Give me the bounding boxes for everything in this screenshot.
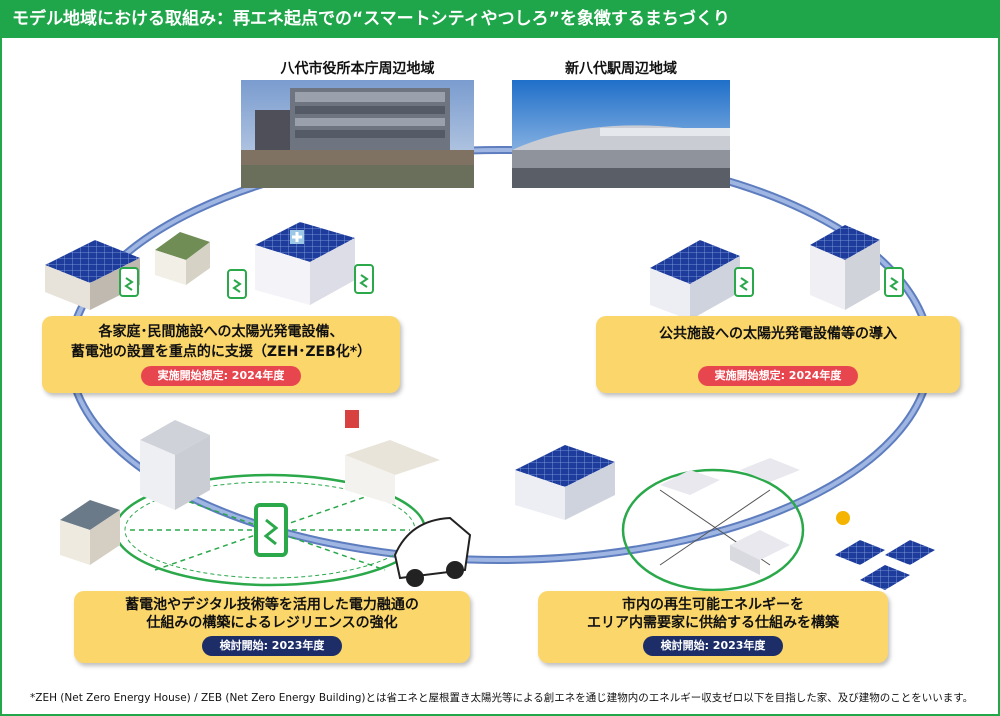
support-private-solar-box: 各家庭･民間施設への太陽光発電設備、 蓄電池の設置を重点的に支援（ZEH･ZEB… bbox=[42, 316, 400, 393]
box-line: 蓄電池の設置を重点的に支援（ZEH･ZEB化*） bbox=[70, 344, 372, 360]
status-badge: 実施開始想定: 2024年度 bbox=[141, 366, 301, 386]
footnote: *ZEH (Net Zero Energy House) / ZEB (Net … bbox=[30, 692, 974, 704]
status-badge: 検討開始: 2023年度 bbox=[202, 636, 342, 656]
residential-solar-illustration bbox=[45, 222, 374, 310]
regional-supply-illustration bbox=[515, 445, 935, 592]
box-line: 公共施設への太陽光発電設備等の導入 bbox=[659, 326, 897, 342]
box-line: 仕組みの構築によるレジリエンスの強化 bbox=[146, 615, 398, 631]
status-badge: 実施開始想定: 2024年度 bbox=[698, 366, 858, 386]
public-facility-solar-illustration bbox=[650, 225, 904, 320]
microgrid-left-illustration bbox=[60, 410, 472, 587]
station-photo bbox=[512, 80, 730, 188]
box-line: エリア内需要家に供給する仕組みを構築 bbox=[587, 615, 839, 631]
box-line: 蓄電池やデジタル技術等を活用した電力融通の bbox=[125, 597, 419, 613]
station-area-label: 新八代駅周辺地域 bbox=[565, 61, 677, 77]
renewable-supply-box: 市内の再生可能エネルギーを エリア内需要家に供給する仕組みを構築 検討開始: 2… bbox=[538, 591, 888, 663]
page-title: モデル地域における取組み：再エネ起点での“スマートシティやつしろ”を象徴するまち… bbox=[0, 0, 1000, 38]
resilience-power-sharing-box: 蓄電池やデジタル技術等を活用した電力融通の 仕組みの構築によるレジリエンスの強化… bbox=[74, 591, 470, 663]
city-hall-area-label: 八代市役所本庁周辺地域 bbox=[280, 61, 435, 77]
status-badge: 検討開始: 2023年度 bbox=[643, 636, 783, 656]
public-facility-solar-box: 公共施設への太陽光発電設備等の導入 実施開始想定: 2024年度 bbox=[596, 316, 960, 393]
box-line: 市内の再生可能エネルギーを bbox=[622, 597, 804, 613]
box-line: 各家庭･民間施設への太陽光発電設備、 bbox=[98, 324, 344, 340]
city-hall-photo bbox=[241, 80, 474, 188]
